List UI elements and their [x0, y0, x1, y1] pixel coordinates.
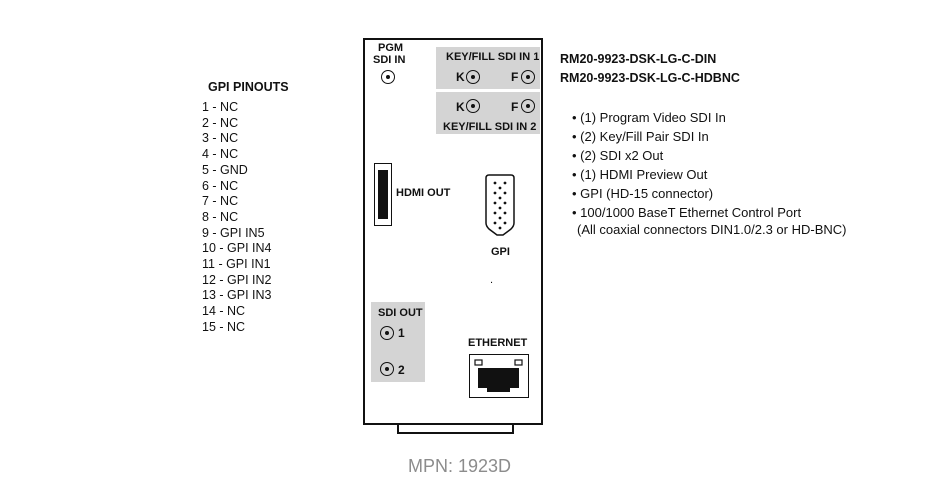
panel-dot: . [490, 274, 494, 286]
gpi-pin-item: 7 - NC [202, 194, 239, 209]
gpi-pin-item: 5 - GND [202, 162, 248, 177]
gpi-db15-connector-icon [485, 174, 515, 236]
gpi-pin-item: 9 - GPI IN5 [202, 225, 265, 240]
gpi-pin-item: 12 - GPI IN2 [202, 272, 272, 287]
sdi-out-1-label: 1 [398, 326, 405, 340]
sdi-out-2-connector-icon [380, 362, 394, 376]
gpi-pin-item: 13 - GPI IN3 [202, 288, 272, 303]
pgm-label: PGM [378, 42, 404, 54]
model-number-hdbnc: RM20-9923-DSK-LG-C-HDBNC [560, 71, 740, 85]
key-2-connector-icon [466, 99, 480, 113]
hdmi-out-label: HDMI OUT [396, 187, 451, 199]
sdi-out-label: SDI OUT [378, 307, 423, 319]
gpi-pin-item: 10 - GPI IN4 [202, 241, 272, 256]
gpi-pin-item: 15 - NC [202, 319, 246, 334]
fill-2-connector-icon [521, 99, 535, 113]
feature-item: 100/1000 BaseT Ethernet Control Port [572, 203, 801, 222]
fill-2-label: F [511, 100, 519, 114]
gpi-pin-item: 3 - NC [202, 131, 239, 146]
coaxial-note: (All coaxial connectors DIN1.0/2.3 or HD… [577, 222, 847, 237]
gpi-pin-item: 8 - NC [202, 209, 239, 224]
feature-list: (1) Program Video SDI In (2) Key/Fill Pa… [572, 108, 801, 222]
gpi-label: GPI [491, 246, 510, 258]
feature-item: (2) Key/Fill Pair SDI In [572, 127, 801, 146]
fill-1-label: F [511, 70, 519, 84]
gpi-pin-item: 2 - NC [202, 115, 239, 130]
gpi-pinouts-title: GPI PINOUTS [208, 80, 289, 94]
sdi-out-1-connector-icon [380, 326, 394, 340]
key-fill-2-area [436, 92, 540, 134]
gpi-pin-item: 1 - NC [202, 100, 239, 114]
model-number-din: RM20-9923-DSK-LG-C-DIN [560, 52, 717, 66]
key-fill-sdi-in-1-label: KEY/FILL SDI IN 1 [446, 51, 540, 63]
gpi-pin-item: 4 - NC [202, 147, 239, 162]
feature-item: (2) SDI x2 Out [572, 146, 801, 165]
key-fill-sdi-in-2-label: KEY/FILL SDI IN 2 [443, 121, 537, 133]
ethernet-label: ETHERNET [468, 337, 528, 349]
sdi-in-label: SDI IN [373, 54, 406, 66]
key-1-label: K [456, 70, 465, 84]
ethernet-port-icon [469, 354, 529, 398]
hdmi-port-contacts [378, 170, 388, 219]
gpi-pin-item: 11 - GPI IN1 [202, 257, 271, 272]
feature-item: (1) Program Video SDI In [572, 108, 801, 127]
gpi-pin-item: 14 - NC [202, 304, 246, 319]
key-1-connector-icon [466, 70, 480, 84]
key-2-label: K [456, 100, 465, 114]
sdi-out-2-label: 2 [398, 363, 405, 377]
mpn-label: MPN: 1923D [408, 456, 512, 476]
gpi-pin-item: 6 - NC [202, 178, 239, 193]
fill-1-connector-icon [521, 70, 535, 84]
card-panel-tab [397, 425, 514, 434]
feature-item: (1) HDMI Preview Out [572, 165, 801, 184]
feature-item: GPI (HD-15 connector) [572, 184, 801, 203]
pgm-sdi-in-connector-icon [381, 70, 395, 84]
